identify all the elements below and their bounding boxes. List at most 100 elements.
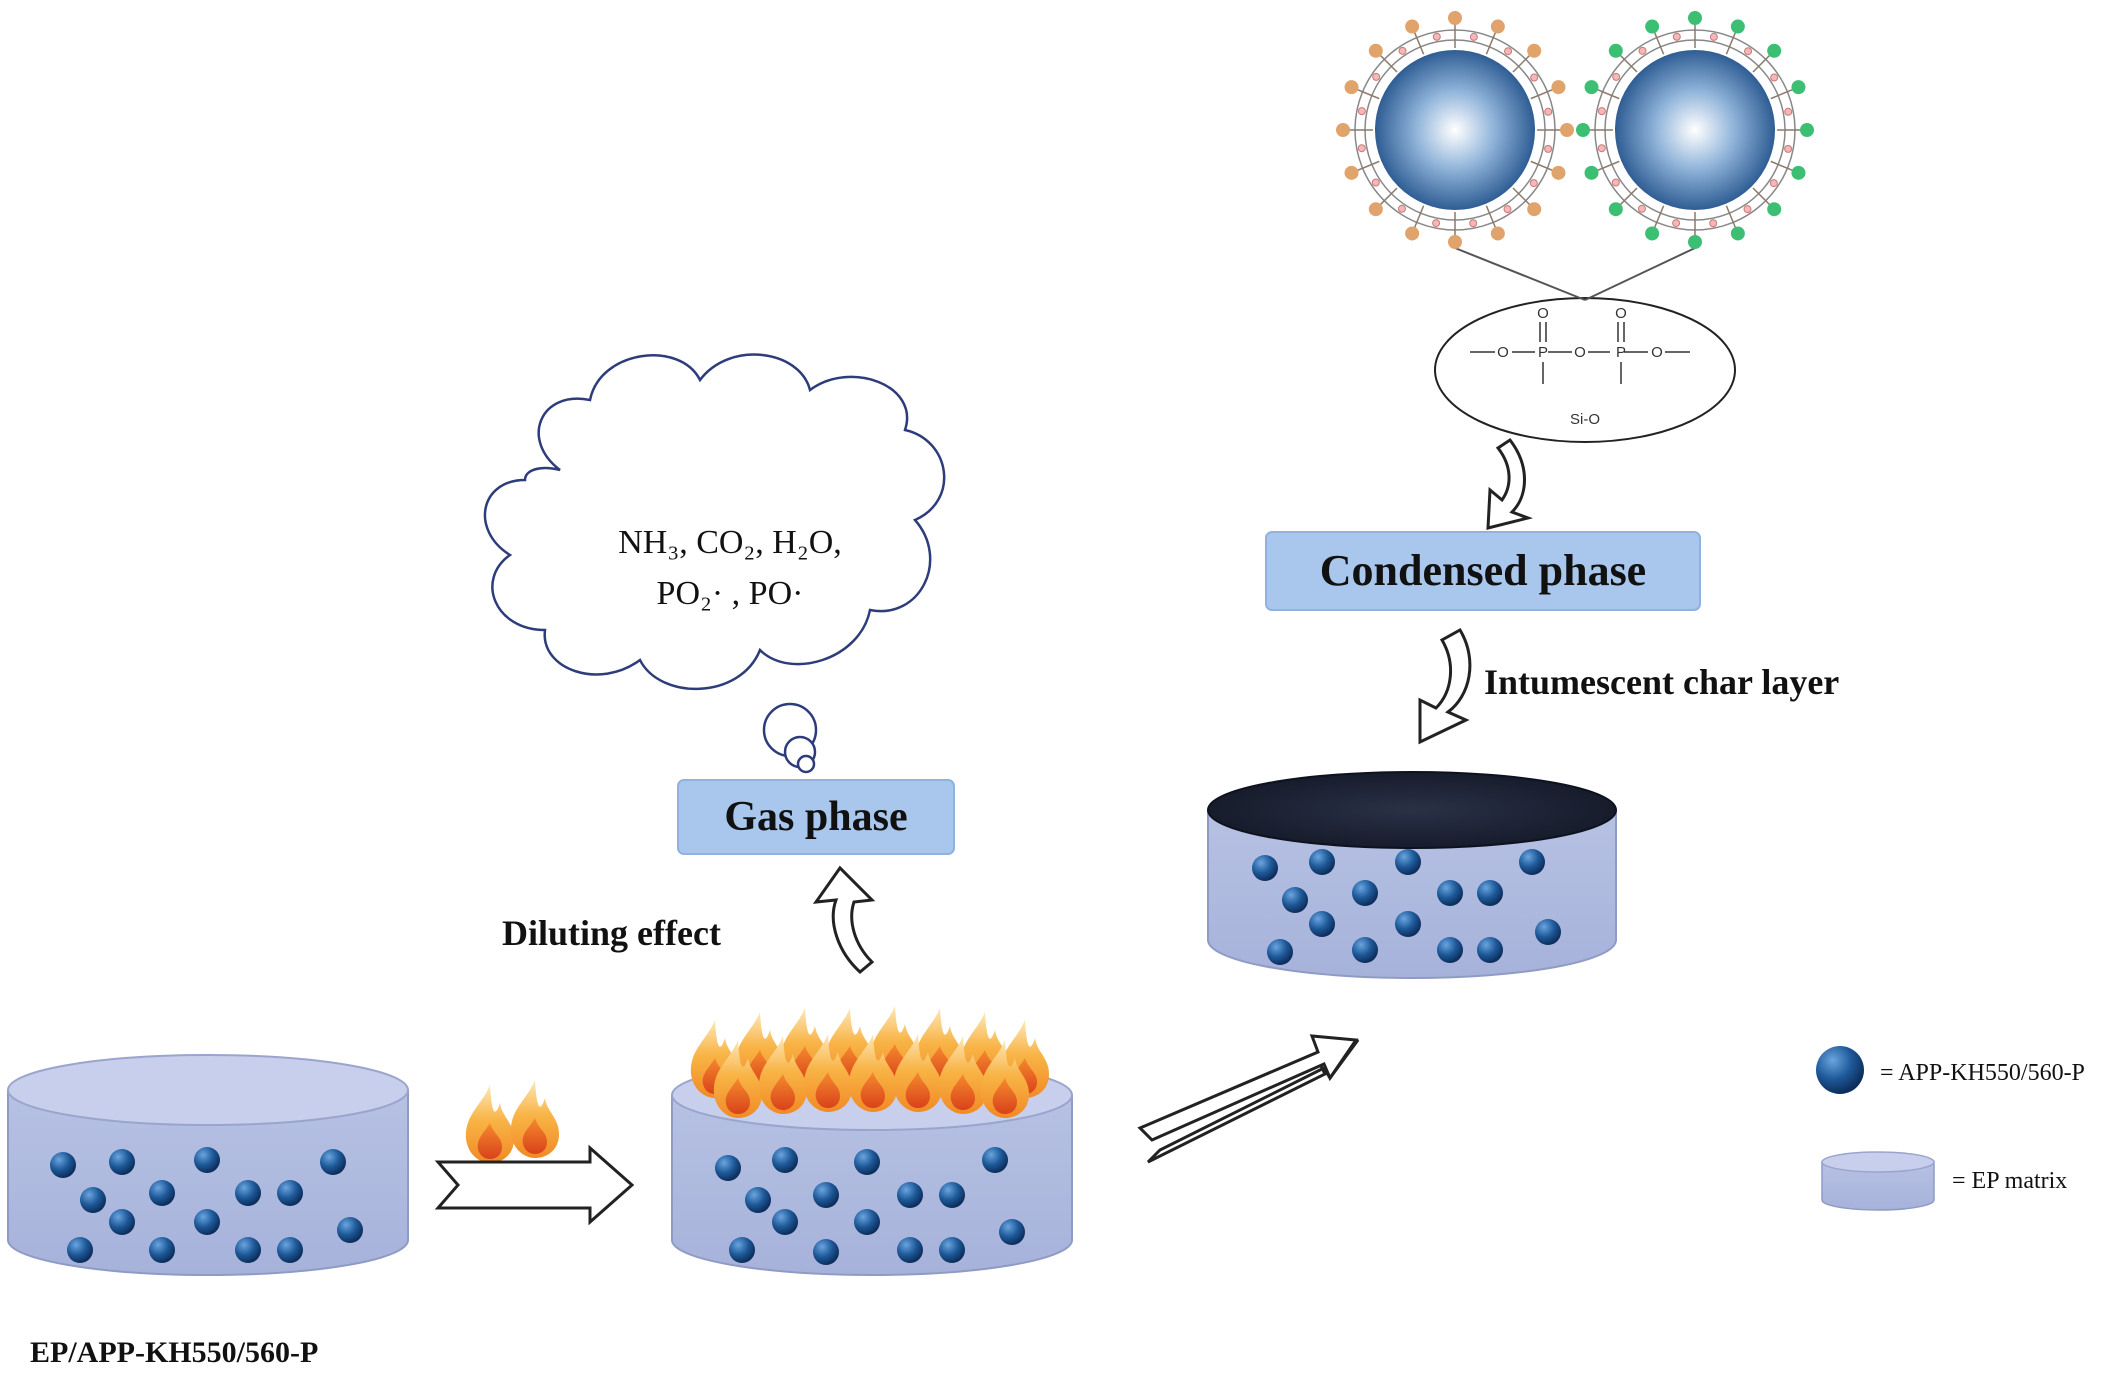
oxygen-site bbox=[1432, 32, 1441, 41]
oxygen-site bbox=[1672, 32, 1681, 41]
ligand-end bbox=[1800, 123, 1814, 137]
ligands-green bbox=[1576, 11, 1814, 249]
ligand-end bbox=[1551, 165, 1566, 180]
pop-structure-ellipse: O P O P O O O Si-O bbox=[1434, 297, 1736, 443]
ligand-end bbox=[1645, 19, 1660, 34]
oxygen-site bbox=[1672, 219, 1681, 228]
oxygen-site bbox=[1530, 73, 1539, 82]
sample-name-label: EP/APP-KH550/560-P bbox=[30, 1336, 318, 1369]
ligand-end bbox=[1791, 80, 1806, 95]
oxygen-site bbox=[1469, 32, 1478, 41]
ignition-flames bbox=[465, 1080, 559, 1163]
svg-text:O: O bbox=[1574, 344, 1586, 361]
oxygen-site bbox=[1743, 205, 1752, 214]
oxygen-site bbox=[1784, 107, 1793, 116]
oxygen-site bbox=[1371, 178, 1380, 187]
oxygen-site bbox=[1612, 72, 1621, 81]
svg-text:P: P bbox=[1616, 344, 1626, 361]
oxygen-site bbox=[1357, 107, 1366, 116]
oxygen-site bbox=[1769, 179, 1778, 188]
gas-phase-box: Gas phase bbox=[677, 779, 955, 855]
oxygen-site bbox=[1544, 144, 1553, 153]
ligand-end bbox=[1767, 202, 1782, 217]
ligand-end bbox=[1767, 43, 1782, 58]
burning-cylinder bbox=[671, 1006, 1073, 1276]
ligand-end bbox=[1608, 202, 1623, 217]
legend: = APP-KH550/560-P = EP matrix bbox=[1816, 1046, 2085, 1211]
particle-model-green bbox=[1576, 11, 1814, 249]
ligand-end bbox=[1730, 226, 1745, 241]
oxygen-site bbox=[1398, 46, 1407, 55]
char-layer-label: Intumescent char layer bbox=[1484, 662, 1839, 702]
ligand-end bbox=[1368, 202, 1383, 217]
ligand-end bbox=[1608, 43, 1623, 58]
oxygen-site bbox=[1597, 144, 1606, 153]
oxygen-site bbox=[1503, 205, 1512, 214]
ligand-end bbox=[1584, 80, 1599, 95]
ligand-end bbox=[1730, 19, 1745, 34]
oxygen-site bbox=[1397, 204, 1406, 213]
condensed-arrow bbox=[1486, 437, 1534, 530]
ligand-end bbox=[1576, 123, 1590, 137]
ligand-end bbox=[1448, 235, 1462, 249]
ligand-end bbox=[1490, 226, 1505, 241]
ligand-end bbox=[1527, 202, 1542, 217]
ligand-end bbox=[1645, 226, 1660, 241]
ligand-end bbox=[1551, 80, 1566, 95]
heating-arrow bbox=[434, 1144, 635, 1226]
oxygen-site bbox=[1709, 219, 1718, 228]
svg-text:O: O bbox=[1651, 344, 1663, 361]
legend-matrix-icon bbox=[1821, 1151, 1935, 1211]
oxygen-site bbox=[1709, 32, 1718, 41]
oxygen-site bbox=[1529, 179, 1538, 188]
charred-cylinder bbox=[1207, 771, 1617, 979]
legend-matrix-label: = EP matrix bbox=[1952, 1168, 2067, 1194]
ligand-end bbox=[1448, 11, 1462, 25]
ligand-end bbox=[1791, 165, 1806, 180]
diluting-effect-label: Diluting effect bbox=[502, 913, 721, 953]
oxygen-site bbox=[1469, 219, 1478, 228]
ligand-end bbox=[1527, 43, 1542, 58]
ligands-orange bbox=[1336, 11, 1574, 249]
ligand-end bbox=[1688, 11, 1702, 25]
pop-atoms: O P O P O O O bbox=[1497, 305, 1663, 361]
connector-left bbox=[1454, 247, 1586, 301]
oxygen-site bbox=[1611, 178, 1620, 187]
svg-text:O: O bbox=[1615, 305, 1627, 322]
condensed-phase-label: Condensed phase bbox=[1320, 546, 1646, 595]
ligand-end bbox=[1336, 123, 1350, 137]
svg-text:O: O bbox=[1497, 344, 1509, 361]
gas-phase-label: Gas phase bbox=[724, 794, 907, 840]
oxygen-site bbox=[1637, 204, 1646, 213]
oxygen-site bbox=[1504, 47, 1513, 56]
gas-cloud: NH₃, CO₂, H₂O, PO₂· , PO· bbox=[483, 353, 946, 774]
char-layer-arrow bbox=[1418, 627, 1472, 745]
svg-text:P: P bbox=[1538, 344, 1548, 361]
ligand-end bbox=[1560, 123, 1574, 137]
gas-species-line2: PO₂· , PO· bbox=[657, 575, 804, 612]
oxygen-site bbox=[1357, 144, 1366, 153]
legend-particle-label: = APP-KH550/560-P bbox=[1880, 1060, 2085, 1086]
oxygen-site bbox=[1744, 47, 1753, 56]
sio-label: Si-O bbox=[1570, 411, 1600, 428]
oxygen-site bbox=[1432, 219, 1441, 228]
oxygen-site bbox=[1638, 46, 1647, 55]
oxygen-site bbox=[1770, 73, 1779, 82]
particle-model-orange bbox=[1336, 11, 1574, 249]
svg-text:O: O bbox=[1537, 305, 1549, 322]
charring-arrow-body bbox=[1137, 1034, 1359, 1142]
ligand-end bbox=[1368, 43, 1383, 58]
diluting-arrow bbox=[812, 865, 876, 974]
ligand-end bbox=[1344, 165, 1359, 180]
ligand-end bbox=[1405, 226, 1420, 241]
oxygen-site bbox=[1372, 72, 1381, 81]
oxygen-site bbox=[1544, 107, 1553, 116]
ligand-end bbox=[1344, 80, 1359, 95]
oxygen-site bbox=[1597, 107, 1606, 116]
ligand-end bbox=[1688, 235, 1702, 249]
legend-particle-icon bbox=[1816, 1046, 1864, 1094]
connector-right bbox=[1584, 247, 1696, 301]
sample-cylinder-left bbox=[7, 1054, 409, 1276]
